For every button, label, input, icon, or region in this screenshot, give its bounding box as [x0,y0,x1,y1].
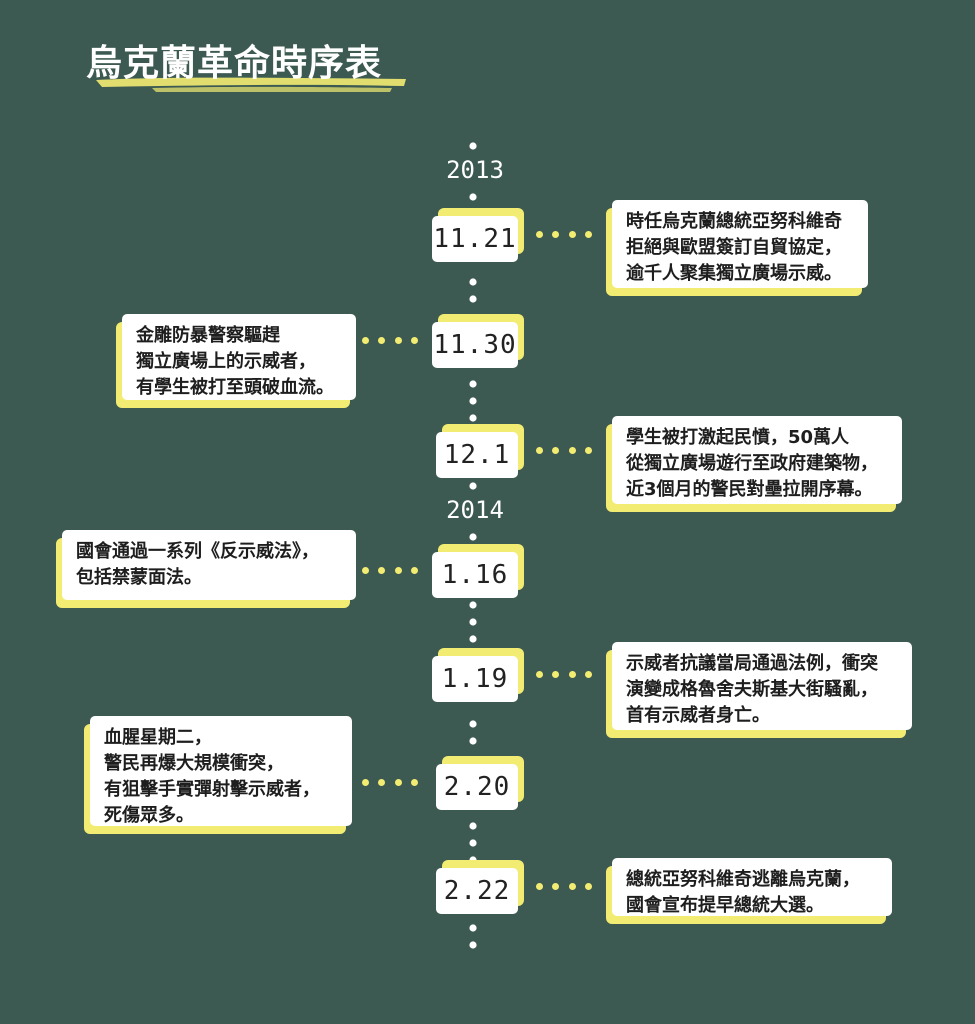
connector-dot [568,671,576,678]
connector-dot [411,779,418,786]
connector-dot [585,671,592,678]
connector-dots [536,671,592,679]
date-label: 1.16 [432,552,518,598]
connector-dot [378,567,386,574]
axis-dot [469,720,477,728]
date-label: 1.19 [432,656,518,702]
event-note-2-22: 總統亞努科維奇逃離烏克蘭， 國會宣布提早總統大選。 [606,858,892,924]
connector-dots [362,337,418,345]
event-note-11-30: 金雕防暴警察驅趕 獨立廣場上的示威者， 有學生被打至頭破血流。 [116,314,356,408]
date-box-2-20: 2.20 [436,756,524,810]
date-label: 2.20 [436,764,518,810]
connector-dot [362,779,369,786]
axis-dot [469,295,477,303]
event-note-11-21: 時任烏克蘭總統亞努科維奇 拒絕與歐盟簽訂自貿協定， 逾千人聚集獨立廣場示威。 [606,200,868,296]
connector-dots [536,447,592,455]
connector-dots [536,231,592,239]
page-title: 烏克蘭革命時序表 [86,43,383,84]
axis-dot [469,278,477,286]
event-description: 血腥星期二， 警民再爆大規模衝突， 有狙擊手實彈射擊示威者， 死傷眾多。 [90,716,352,826]
event-note-1-16: 國會通過一系列《反示威法》， 包括禁蒙面法。 [56,530,356,608]
connector-dot [585,231,592,238]
date-label: 11.21 [432,216,518,262]
connector-dot [536,231,543,238]
date-box-2-22: 2.22 [436,860,524,914]
connector-dot [394,337,402,344]
date-label: 2.22 [436,868,518,914]
event-description: 金雕防暴警察驅趕 獨立廣場上的示威者， 有學生被打至頭破血流。 [122,314,356,400]
connector-dot [394,779,402,786]
axis-dot [469,635,477,643]
connector-dot [552,231,560,238]
date-box-12-1: 12.1 [436,424,524,478]
event-description: 國會通過一系列《反示威法》， 包括禁蒙面法。 [62,530,356,600]
connector-dot [568,231,576,238]
event-note-12-1: 學生被打激起民憤，50萬人 從獨立廣場遊行至政府建築物， 近3個月的警民對壘拉開… [606,416,902,512]
connector-dot [552,883,560,890]
event-description: 示威者抗議當局通過法例，衝突 演變成格魯舍夫斯基大街騷亂， 首有示威者身亡。 [612,642,912,730]
connector-dot [552,447,560,454]
connector-dot [568,447,576,454]
connector-dot [585,883,592,890]
date-label: 11.30 [432,322,518,368]
axis-dot [469,839,477,847]
date-label: 12.1 [436,432,518,478]
connector-dot [536,447,543,454]
connector-dot [411,337,418,344]
axis-dot [469,533,477,541]
date-box-1-16: 1.16 [432,544,524,598]
connector-dot [536,671,543,678]
date-box-1-19: 1.19 [432,648,524,702]
date-box-11-30: 11.30 [432,314,524,368]
year-label-2014: 2014 [446,496,504,524]
connector-dot [552,671,560,678]
connector-dot [394,567,402,574]
connector-dots [362,779,418,787]
axis-dot [469,737,477,745]
axis-dot [469,193,477,201]
event-description: 總統亞努科維奇逃離烏克蘭， 國會宣布提早總統大選。 [612,858,892,916]
connector-dots [536,883,592,891]
axis-dot [469,397,477,405]
axis-dot [469,941,477,949]
connector-dot [568,883,576,890]
axis-dot [469,601,477,609]
connector-dot [362,567,369,574]
year-label-2013: 2013 [446,156,504,184]
connector-dot [362,337,369,344]
title-underline-brush [96,77,406,92]
axis-dot [469,380,477,388]
axis-dot [469,482,477,490]
event-note-2-20: 血腥星期二， 警民再爆大規模衝突， 有狙擊手實彈射擊示威者， 死傷眾多。 [84,716,352,834]
connector-dot [585,447,592,454]
date-box-11-21: 11.21 [432,208,524,262]
axis-dot [469,924,477,932]
event-description: 時任烏克蘭總統亞努科維奇 拒絕與歐盟簽訂自貿協定， 逾千人聚集獨立廣場示威。 [612,200,868,288]
connector-dot [536,883,543,890]
axis-dot [469,618,477,626]
event-note-1-19: 示威者抗議當局通過法例，衝突 演變成格魯舍夫斯基大街騷亂， 首有示威者身亡。 [606,642,912,738]
connector-dots [362,567,418,575]
axis-dot [469,142,477,150]
connector-dot [411,567,418,574]
axis-dot [469,414,477,422]
axis-dot [469,822,477,830]
connector-dot [378,779,386,786]
event-description: 學生被打激起民憤，50萬人 從獨立廣場遊行至政府建築物， 近3個月的警民對壘拉開… [612,416,902,504]
connector-dot [378,337,386,344]
